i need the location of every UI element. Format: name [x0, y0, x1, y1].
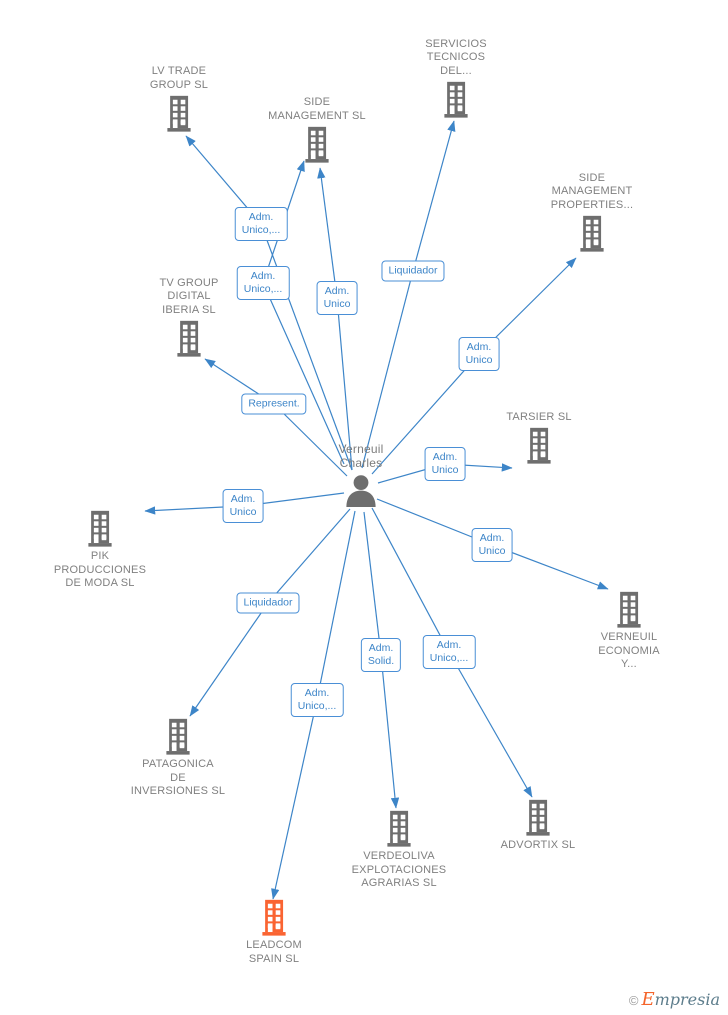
graph-node-label: SIDE MANAGEMENT SL [268, 96, 366, 122]
building-icon [468, 799, 608, 837]
edge-label-e-leadcom[interactable]: Adm. Unico,... [290, 683, 344, 717]
graph-node-label: PATAGONICA DE INVERSIONES SL [130, 758, 226, 797]
graph-node-label: VERDEOLIVA EXPLOTACIONES AGRARIAS SL [351, 850, 447, 889]
graph-node-label: SERVICIOS TECNICOS DEL... [425, 37, 487, 77]
graph-node-side-management[interactable]: SIDE MANAGEMENT SL [247, 96, 387, 164]
graph-node-verdeoliva[interactable]: VERDEOLIVA EXPLOTACIONES AGRARIAS SL [329, 810, 469, 891]
edge-line [336, 297, 353, 471]
building-icon [108, 718, 248, 756]
edge-line [371, 353, 480, 475]
edge-label-e-lv-trade[interactable]: Adm. Unico,... [234, 207, 288, 241]
edge-line-arrow [189, 602, 269, 717]
building-icon [119, 320, 259, 358]
building-icon [247, 126, 387, 164]
edge-label-e-servicios-tecnicos[interactable]: Liquidador [381, 260, 445, 282]
copyright-symbol: © [628, 992, 639, 1008]
building-icon [329, 810, 469, 848]
edge-label-e-verneuil-economia[interactable]: Adm. Unico [471, 528, 513, 562]
edge-line-arrow [448, 651, 533, 798]
graph-node-label: TV GROUP DIGITAL IBERIA SL [159, 276, 219, 316]
edge-label-e-pik[interactable]: Adm. Unico [222, 489, 264, 523]
graph-node-side-mgmt-properties[interactable]: SIDE MANAGEMENT PROPERTIES... [522, 172, 662, 254]
building-icon [469, 427, 609, 465]
edge-line [316, 510, 356, 701]
graph-node-label: TARSIER SL [506, 410, 572, 423]
graph-node-verneuil-charles[interactable]: Verneuil Charles [291, 442, 431, 507]
graph-node-label: VERNEUIL ECONOMIA Y... [598, 631, 660, 670]
graph-node-label: LV TRADE GROUP SL [149, 65, 209, 91]
building-icon [386, 81, 526, 119]
edge-label-e-tarsier[interactable]: Adm. Unico [424, 447, 466, 481]
graph-node-verneuil-economia[interactable]: VERNEUIL ECONOMIA Y... [559, 591, 699, 672]
edge-line [262, 282, 345, 465]
edge-label-e-tv-group-a[interactable]: Adm. Unico,... [236, 266, 290, 300]
graph-node-label: LEADCOM SPAIN SL [246, 939, 302, 965]
graph-node-servicios-tecnicos[interactable]: SERVICIOS TECNICOS DEL... [386, 38, 526, 120]
edge-label-e-patagonica[interactable]: Liquidador [236, 592, 300, 614]
edge-label-e-advortix[interactable]: Adm. Unico,... [422, 635, 476, 669]
graph-node-label: SIDE MANAGEMENT PROPERTIES... [550, 171, 634, 211]
graph-node-patagonica[interactable]: PATAGONICA DE INVERSIONES SL [108, 718, 248, 799]
building-icon [204, 899, 344, 937]
building-icon [522, 215, 662, 253]
graph-node-advortix[interactable]: ADVORTIX SL [468, 799, 608, 853]
edge-line-arrow [380, 654, 400, 809]
edge-line-arrow [271, 699, 318, 900]
graph-node-label: Verneuil Charles [338, 442, 384, 470]
building-icon [30, 510, 170, 548]
brand-initial: E [641, 989, 655, 1010]
brand-name: mpresia [654, 990, 720, 1009]
edge-label-e-side-management[interactable]: Adm. Unico [316, 281, 358, 315]
edge-line [260, 223, 353, 471]
graph-node-tv-group-digital[interactable]: TV GROUP DIGITAL IBERIA SL [119, 277, 259, 359]
graph-node-lv-trade-group[interactable]: LV TRADE GROUP SL [109, 65, 249, 133]
graph-node-tarsier[interactable]: TARSIER SL [469, 411, 609, 466]
graph-node-pik-producciones[interactable]: PIK PRODUCCIONES DE MODA SL [30, 510, 170, 591]
edge-label-e-verdeoliva[interactable]: Adm. Solid. [360, 638, 402, 672]
edge-line-arrow [412, 120, 456, 272]
empresia-watermark: © E mpresia [629, 991, 720, 1009]
edge-line [363, 511, 382, 656]
person-icon [291, 473, 431, 507]
graph-node-label: PIK PRODUCCIONES DE MODA SL [53, 550, 147, 589]
building-icon [109, 95, 249, 133]
building-icon [559, 591, 699, 629]
edge-line [361, 270, 414, 469]
edge-line [273, 403, 348, 477]
edge-line [371, 507, 450, 653]
edge-line-arrow [317, 167, 338, 299]
graph-node-label: ADVORTIX SL [500, 839, 576, 851]
edge-line [267, 508, 351, 604]
graph-node-leadcom-spain[interactable]: LEADCOM SPAIN SL [204, 899, 344, 966]
edge-label-e-side-properties[interactable]: Adm. Unico [458, 337, 500, 371]
edge-label-e-tv-group-b[interactable]: Represent. [241, 393, 307, 415]
